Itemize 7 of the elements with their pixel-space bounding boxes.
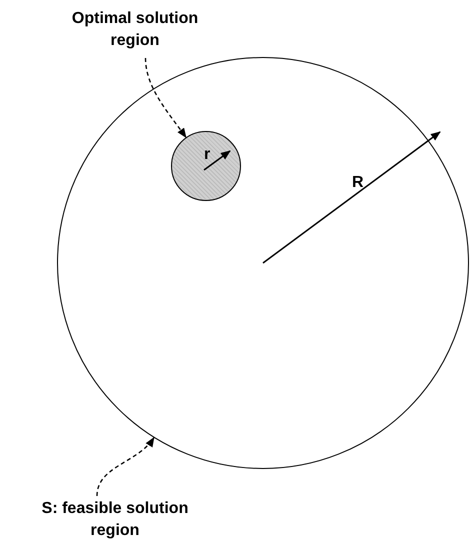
- leader-arrow: [144, 58, 186, 138]
- feasible-region-circle: [57, 57, 469, 469]
- radius-label: r: [204, 146, 210, 164]
- region-caption: S: feasible solution region: [40, 498, 190, 546]
- leader-arrow: [96, 436, 154, 496]
- radius-label: R: [352, 174, 364, 192]
- region-caption: Optimal solution region: [60, 8, 210, 56]
